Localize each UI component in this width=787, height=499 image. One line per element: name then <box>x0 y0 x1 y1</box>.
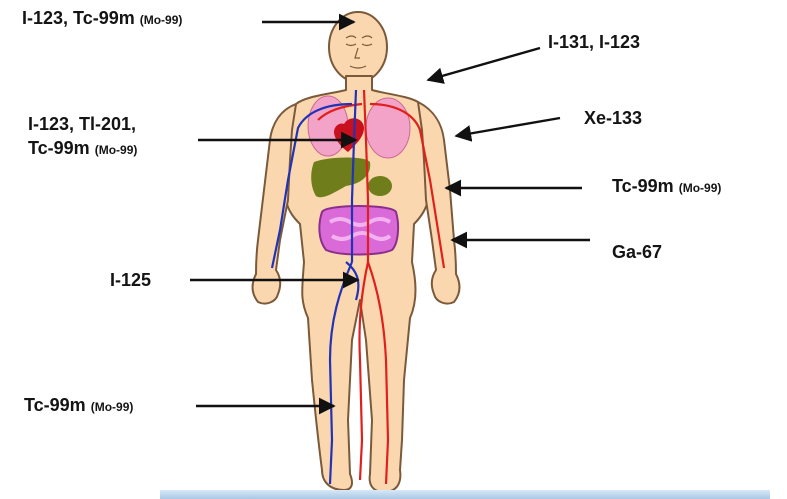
label-heart-line1: I-123, Tl-201, <box>28 112 137 136</box>
label-hand: Ga-67 <box>612 240 662 264</box>
arrow-lungs <box>456 118 560 136</box>
intestines <box>319 206 398 255</box>
label-hand-isotope: Ga-67 <box>612 242 662 262</box>
label-arm-isotope: Tc-99m <box>612 176 679 196</box>
label-head-parent: (Mo-99) <box>140 13 183 27</box>
label-pelvis-isotope: I-125 <box>110 270 151 290</box>
label-leg: Tc-99m (Mo-99) <box>24 393 133 419</box>
label-arm-parent: (Mo-99) <box>679 181 722 195</box>
right-lung <box>366 98 410 158</box>
label-heart-parent: (Mo-99) <box>95 143 138 157</box>
stomach <box>368 176 392 196</box>
floor-shadow <box>160 490 770 499</box>
label-heart: I-123, Tl-201, Tc-99m (Mo-99) <box>28 112 137 162</box>
label-lungs: Xe-133 <box>584 106 642 130</box>
arrow-thyroid <box>428 48 540 80</box>
label-heart-line2: Tc-99m <box>28 138 95 158</box>
label-thyroid-isotopes: I-131, I-123 <box>548 32 640 52</box>
label-arm: Tc-99m (Mo-99) <box>612 174 721 200</box>
label-head-isotopes: I-123, Tc-99m <box>22 8 140 28</box>
label-head: I-123, Tc-99m (Mo-99) <box>22 6 182 32</box>
label-leg-parent: (Mo-99) <box>91 400 134 414</box>
label-lungs-isotope: Xe-133 <box>584 108 642 128</box>
label-thyroid: I-131, I-123 <box>548 30 640 54</box>
label-leg-isotope: Tc-99m <box>24 395 91 415</box>
label-pelvis: I-125 <box>110 268 151 292</box>
